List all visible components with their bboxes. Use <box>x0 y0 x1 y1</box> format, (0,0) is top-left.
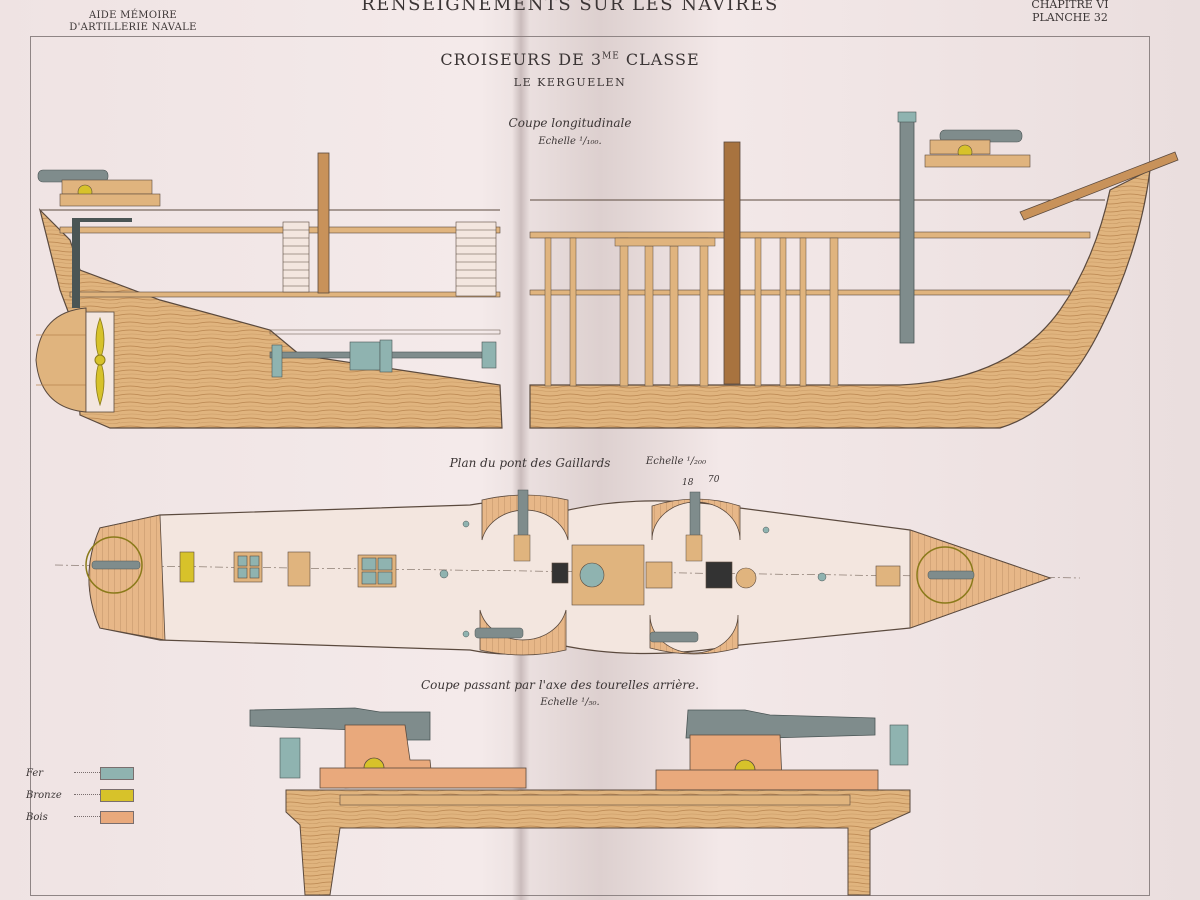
left-turret-gun <box>249 707 527 789</box>
header-right-line2: PLANCHE 32 <box>1032 11 1108 24</box>
color-legend: Fer Bronze Bois <box>26 762 134 828</box>
title-sup: ME <box>602 51 620 62</box>
title-pre: CROISEURS DE 3 <box>440 50 603 69</box>
legend-leader <box>74 793 100 795</box>
deck-plan: 18 70 <box>54 475 1081 656</box>
bow-gun <box>924 129 1031 168</box>
stern-turret-ring <box>85 536 143 594</box>
turret-platform <box>285 789 911 896</box>
header-right: CHAPITRE VI PLANCHE 32 <box>1010 0 1130 24</box>
deck-mark-2: 70 <box>708 475 720 485</box>
book-gutter <box>512 0 530 900</box>
legend-label-bronze: Bronze <box>26 789 62 801</box>
plate-title: CROISEURS DE 3ME CLASSE <box>400 50 740 69</box>
header-left-line1: AIDE MÉMOIRE <box>88 10 178 21</box>
legend-row-bronze: Bronze <box>26 784 134 806</box>
legend-swatch-bois <box>100 810 134 824</box>
legend-label-bois: Bois <box>26 811 48 823</box>
right-turret-gun <box>655 709 909 791</box>
header-right-line1: CHAPITRE VI <box>1031 0 1109 11</box>
main-mast <box>723 141 741 385</box>
longitudinal-scale: Echelle ¹/₁₀₀. <box>538 136 602 147</box>
side-sponsons <box>474 489 741 656</box>
ship-name: LE KERGUELEN <box>513 76 627 89</box>
longitudinal-caption: Coupe longitudinale <box>508 116 632 130</box>
hull-frames <box>544 237 839 387</box>
legend-label-fer: Fer <box>26 767 44 779</box>
legend-swatch-bronze <box>100 788 134 802</box>
deck-hatches <box>179 544 901 606</box>
turret-section-scale: Echelle ¹/₅₀. <box>540 697 600 708</box>
turret-section-caption: Coupe passant par l'axe des tourelles ar… <box>420 678 700 692</box>
funnel <box>899 117 915 344</box>
legend-swatch-fer <box>100 766 134 780</box>
legend-leader <box>74 815 100 817</box>
deck-plan-scale: Echelle ¹/₂₀₀ <box>645 456 707 467</box>
ladders-left <box>282 221 497 297</box>
legend-leader <box>74 771 100 773</box>
plate-frame <box>30 36 1150 896</box>
deck-mark-1: 18 <box>682 478 694 488</box>
rudder <box>35 307 87 413</box>
legend-row-fer: Fer <box>26 762 134 784</box>
deck-plan-caption: Plan du pont des Gaillards <box>449 456 611 470</box>
deck-outline <box>88 500 1052 655</box>
deck-fittings <box>439 520 827 638</box>
bowsprit <box>1019 151 1179 221</box>
title-post: CLASSE <box>619 50 700 69</box>
header-center: RENSEIGNEMENTS SUR LES NAVIRES <box>361 0 779 15</box>
header-left-line2: D'ARTILLERIE NAVALE <box>69 22 197 33</box>
turret-section <box>249 707 911 896</box>
header-left: AIDE MÉMOIRE D'ARTILLERIE NAVALE <box>48 10 218 34</box>
longitudinal-section <box>35 111 1179 429</box>
mizzen-mast <box>317 152 330 294</box>
legend-row-bois: Bois <box>26 806 134 828</box>
stern-gun <box>37 169 161 207</box>
